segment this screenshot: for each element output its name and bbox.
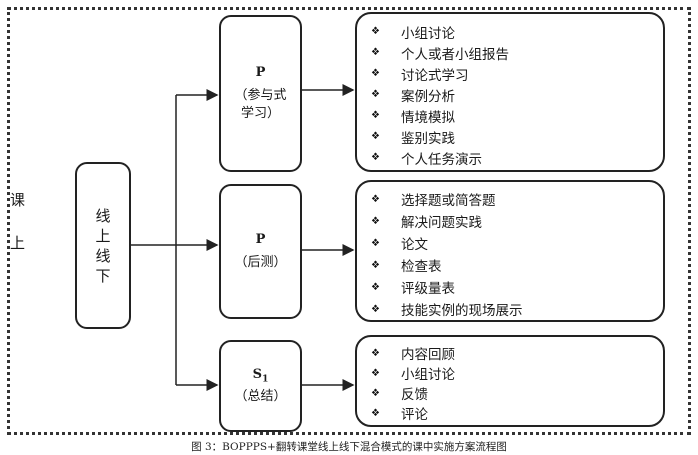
list-item-text: 内容回顾 <box>401 347 455 363</box>
bullet-diamond-icon: ❖ <box>371 47 380 58</box>
activity-list-2: ❖ 选择题或简答题 ❖ 解决问题实践 ❖ 论文 ❖ 检查表 ❖ 评级量表 ❖ 技能实例的现场… <box>371 188 655 320</box>
bullet-diamond-icon: ❖ <box>371 281 380 293</box>
list-item: ❖ 评论 <box>371 403 655 423</box>
bullet-diamond-icon: ❖ <box>371 347 380 359</box>
phase-code: S1 <box>252 366 269 385</box>
list-item-text: 案例分析 <box>401 88 455 105</box>
list-item: ❖ 案例分析 <box>371 84 655 105</box>
list-item: ❖ 情境模拟 <box>371 105 655 126</box>
list-item: ❖ 内容回顾 <box>371 343 655 363</box>
phase-box-participatory: P （参与式学习） <box>219 15 302 172</box>
activity-list-box-2: ❖ 选择题或简答题 ❖ 解决问题实践 ❖ 论文 ❖ 检查表 ❖ 评级量表 ❖ 技能实例的现场… <box>355 180 665 322</box>
phase-code: P <box>255 65 266 81</box>
list-item-text: 论文 <box>401 237 428 253</box>
list-item: ❖ 论文 <box>371 232 655 254</box>
side-label-char-1: 课 <box>10 191 26 209</box>
phase-box-summary: S1 （总结） <box>219 340 302 432</box>
list-item: ❖ 讨论式学习 <box>371 63 655 84</box>
activity-list-3: ❖ 内容回顾 ❖ 小组讨论 ❖ 反馈 ❖ 评论 <box>371 343 655 423</box>
list-item-text: 讨论式学习 <box>401 67 469 84</box>
outer-dotted-frame <box>7 7 691 435</box>
side-label-char-2: 上 <box>10 234 26 252</box>
list-item-text: 解决问题实践 <box>401 215 482 231</box>
bullet-diamond-icon: ❖ <box>371 131 380 142</box>
list-item-text: 选择题或简答题 <box>401 193 496 209</box>
list-item: ❖ 技能实例的现场展示 <box>371 298 655 320</box>
list-item-text: 鉴别实践 <box>401 130 455 147</box>
list-item: ❖ 选择题或简答题 <box>371 188 655 210</box>
list-item: ❖ 小组讨论 <box>371 363 655 383</box>
bullet-diamond-icon: ❖ <box>371 193 380 205</box>
online-offline-label: 线上线下 <box>95 206 111 285</box>
bullet-diamond-icon: ❖ <box>371 259 380 271</box>
phase-description: （总结） <box>234 389 287 405</box>
bullet-diamond-icon: ❖ <box>371 152 380 163</box>
bullet-diamond-icon: ❖ <box>371 237 380 249</box>
bullet-diamond-icon: ❖ <box>371 367 380 379</box>
list-item-text: 评论 <box>401 407 428 423</box>
activity-list-box-3: ❖ 内容回顾 ❖ 小组讨论 ❖ 反馈 ❖ 评论 <box>355 335 665 427</box>
bullet-diamond-icon: ❖ <box>371 68 380 79</box>
phase-box-post-test: P （后测） <box>219 184 302 319</box>
bullet-diamond-icon: ❖ <box>371 387 380 399</box>
list-item: ❖ 鉴别实践 <box>371 126 655 147</box>
bullet-diamond-icon: ❖ <box>371 303 380 315</box>
activity-list-box-1: ❖ 小组讨论 ❖ 个人或者小组报告 ❖ 讨论式学习 ❖ 案例分析 ❖ 情境模拟 ❖ 鉴别实践… <box>355 12 665 172</box>
phase-description: （后测） <box>234 254 287 270</box>
list-item-text: 技能实例的现场展示 <box>401 303 523 319</box>
bullet-diamond-icon: ❖ <box>371 215 380 227</box>
bullet-diamond-icon: ❖ <box>371 110 380 121</box>
figure-caption: 图 3：BOPPPS+翻转课堂线上线下混合模式的课中实施方案流程图 <box>191 441 507 453</box>
list-item-text: 个人任务演示 <box>401 151 482 168</box>
list-item: ❖ 个人任务演示 <box>371 147 655 168</box>
list-item: ❖ 小组讨论 <box>371 21 655 42</box>
phase-code: P <box>255 232 266 248</box>
list-item-text: 反馈 <box>401 387 428 403</box>
list-item: ❖ 个人或者小组报告 <box>371 42 655 63</box>
list-item-text: 评级量表 <box>401 281 455 297</box>
list-item: ❖ 反馈 <box>371 383 655 403</box>
bullet-diamond-icon: ❖ <box>371 407 380 419</box>
bullet-diamond-icon: ❖ <box>371 26 380 37</box>
bullet-diamond-icon: ❖ <box>371 89 380 100</box>
online-offline-box: 线上线下 <box>75 162 131 329</box>
phase-description: （参与式学习） <box>234 87 287 121</box>
list-item-text: 情境模拟 <box>401 109 455 126</box>
list-item: ❖ 检查表 <box>371 254 655 276</box>
list-item: ❖ 评级量表 <box>371 276 655 298</box>
list-item: ❖ 解决问题实践 <box>371 210 655 232</box>
activity-list-1: ❖ 小组讨论 ❖ 个人或者小组报告 ❖ 讨论式学习 ❖ 案例分析 ❖ 情境模拟 ❖ 鉴别实践… <box>371 21 655 168</box>
list-item-text: 小组讨论 <box>401 367 455 383</box>
list-item-text: 个人或者小组报告 <box>401 46 509 63</box>
list-item-text: 小组讨论 <box>401 25 455 42</box>
list-item-text: 检查表 <box>401 259 442 275</box>
